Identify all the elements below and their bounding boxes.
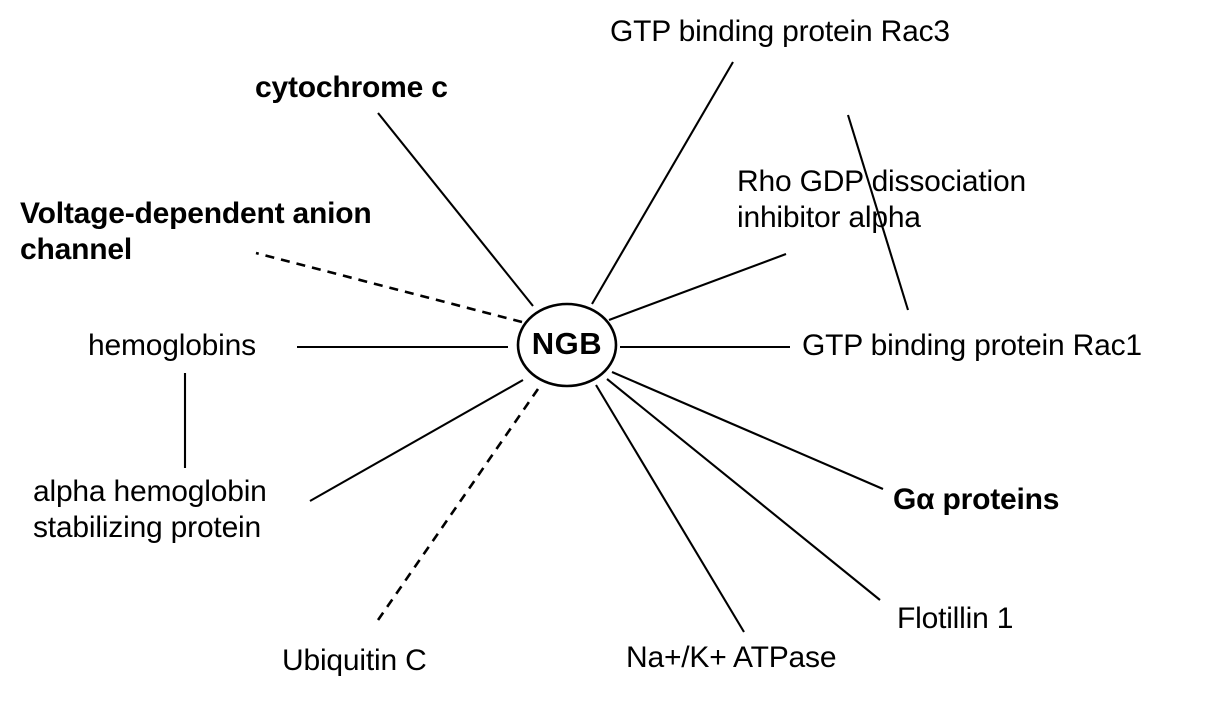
edge-ngb-gtp-rac3: [591, 61, 734, 305]
node-label-vdac[interactable]: Voltage-dependent anion channel: [20, 197, 372, 266]
edge-ngb-rho-gdp: [608, 253, 787, 321]
node-label-na-k-atpase[interactable]: Na+/K+ ATPase: [626, 641, 837, 674]
node-label-ubiquitin-c[interactable]: Ubiquitin C: [282, 644, 427, 677]
node-label-hemoglobins[interactable]: hemoglobins: [88, 329, 256, 362]
node-label-ahsp[interactable]: alpha hemoglobin stabilizing protein: [33, 475, 267, 544]
node-label-rho-gdp[interactable]: Rho GDP dissociation inhibitor alpha: [737, 165, 1026, 234]
hub-node-label: NGB: [531, 326, 603, 361]
edge-ngb-cytochrome-c: [377, 112, 534, 307]
edge-ngb-ubiquitin-c: [374, 388, 540, 624]
node-label-ga-proteins[interactable]: Gα proteins: [893, 483, 1060, 516]
node-label-cytochrome-c[interactable]: cytochrome c: [255, 71, 448, 104]
edge-ngb-na-k-atpase: [595, 384, 745, 633]
node-label-gtp-rac3[interactable]: GTP binding protein Rac3: [610, 15, 950, 48]
node-label-gtp-rac1[interactable]: GTP binding protein Rac1: [802, 329, 1142, 362]
node-label-flotillin-1[interactable]: Flotillin 1: [897, 602, 1014, 635]
edge-ngb-vdac: [255, 251, 523, 324]
edge-ngb-flotillin-1: [606, 378, 881, 601]
edge-ngb-ahsp: [309, 379, 524, 502]
edge-gtp-rac3-gtp-rac1: [846, 114, 910, 311]
edge-ngb-ga-proteins: [611, 371, 884, 490]
